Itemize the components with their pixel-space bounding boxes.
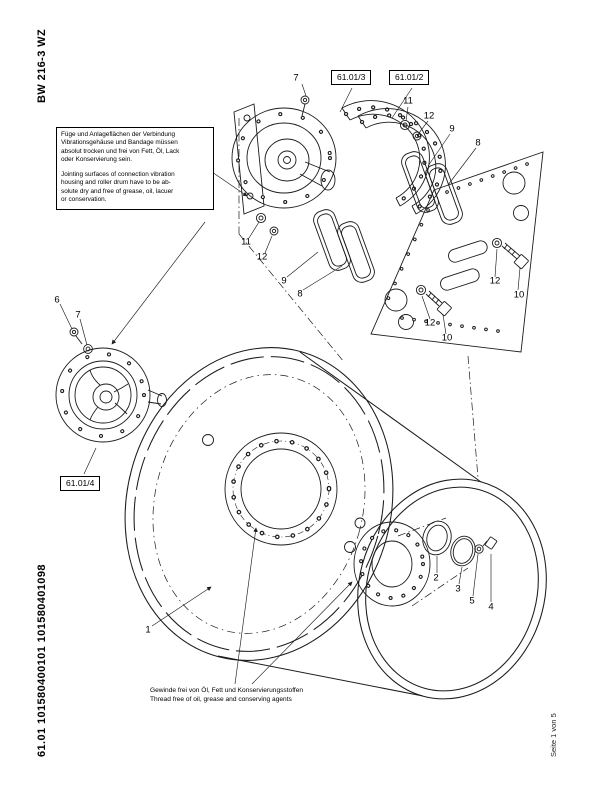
projection-lines bbox=[238, 118, 479, 607]
vibration-housing-top bbox=[231, 95, 337, 215]
model-code-vertical-label: BW 216-3 WZ bbox=[36, 28, 48, 103]
rubber-buffers-mid bbox=[313, 209, 375, 283]
mounting-plate bbox=[370, 151, 544, 353]
part-callout: 4 bbox=[488, 601, 494, 613]
part-callout: 10 bbox=[441, 332, 453, 344]
page-number-vertical-label: Seite 1 von 5 bbox=[549, 713, 558, 757]
surface-note-english: Jointing surfaces of connection vibratio… bbox=[61, 170, 175, 204]
part-callout: 7 bbox=[293, 72, 299, 84]
thread-note-english: Thread free of oil, grease and conservin… bbox=[150, 696, 292, 704]
part-callout: 12 bbox=[489, 275, 501, 287]
clamp-ring-segments bbox=[341, 100, 446, 215]
vibration-housing-left bbox=[55, 327, 167, 443]
drum bbox=[124, 347, 547, 700]
part-callout: 10 bbox=[513, 289, 525, 301]
part-callout: 12 bbox=[424, 317, 436, 329]
ref-label-61-01-3: 61.01/3 bbox=[331, 70, 372, 86]
part-callout: 11 bbox=[403, 95, 413, 107]
part-callout: 6 bbox=[54, 294, 60, 306]
hex-bolts-10 bbox=[415, 237, 529, 317]
surface-note-german: Füge und Anlageflächen der Verbindung Vi… bbox=[61, 131, 180, 164]
washers bbox=[255, 119, 422, 236]
thread-note: Gewinde frei von Öl, Fett und Konservier… bbox=[150, 686, 303, 704]
part-callout: 5 bbox=[469, 595, 475, 607]
part-callout: 9 bbox=[449, 123, 455, 135]
part-callout: 11 bbox=[241, 236, 251, 248]
part-callout: 1 bbox=[145, 624, 151, 636]
ref-label-61-01-4: 61.01/4 bbox=[60, 476, 101, 492]
surface-note-box: Füge und Anlageflächen der Verbindung Vi… bbox=[56, 127, 214, 210]
ref-label-61-01-2: 61.01/2 bbox=[389, 70, 430, 86]
seal-rings-and-screw bbox=[422, 520, 498, 567]
part-callout: 7 bbox=[75, 309, 81, 321]
part-callout: 2 bbox=[433, 572, 439, 584]
thread-note-german: Gewinde frei von Öl, Fett und Konservier… bbox=[150, 687, 304, 694]
part-callout: 9 bbox=[281, 275, 287, 287]
leader-lines bbox=[59, 83, 521, 685]
part-callout: 12 bbox=[423, 110, 435, 122]
part-callout: 8 bbox=[475, 137, 481, 149]
part-callout: 12 bbox=[256, 251, 268, 263]
rubber-buffers-top bbox=[401, 151, 463, 225]
part-callout: 3 bbox=[455, 583, 461, 595]
group-serial-vertical-label: 61.01 101580400101 101580401098 bbox=[36, 564, 48, 757]
part-callout: 8 bbox=[297, 288, 303, 300]
